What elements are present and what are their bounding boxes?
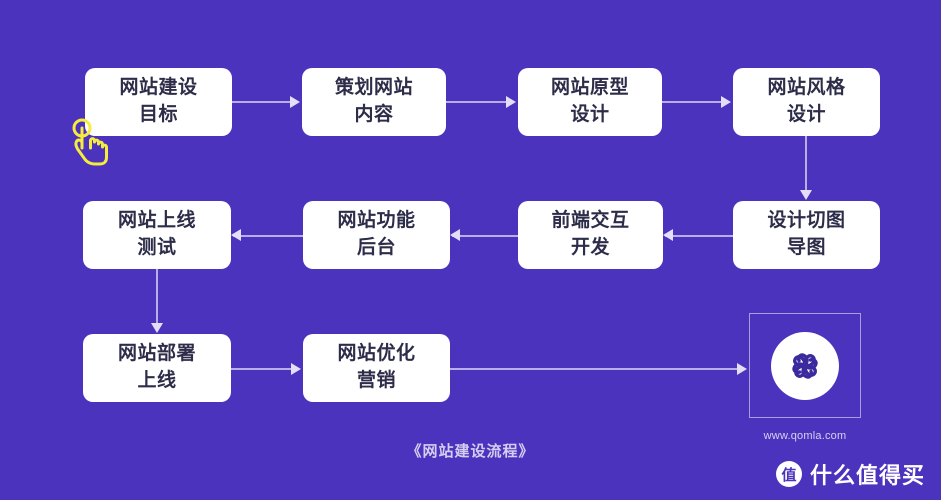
connector-slicing-to-frontend bbox=[665, 235, 733, 237]
flow-node-label: 网站建设 目标 bbox=[119, 77, 198, 125]
flow-node-deploy-online[interactable]: 网站部署 上线 bbox=[83, 334, 231, 402]
arrowhead-down-icon bbox=[151, 323, 163, 333]
flow-node-label: 网站原型 设计 bbox=[550, 77, 629, 125]
flow-node-label: 前端交互 开发 bbox=[551, 210, 630, 258]
arrowhead-right-icon bbox=[291, 363, 301, 375]
connector-frontend-to-backend bbox=[452, 235, 518, 237]
connector-optimize-to-logo bbox=[450, 368, 739, 370]
flow-node-design-slicing[interactable]: 设计切图 导图 bbox=[733, 201, 880, 269]
connector-style-to-slicing bbox=[805, 136, 807, 192]
brand-logo-frame[interactable] bbox=[749, 313, 861, 418]
arrowhead-down-icon bbox=[800, 190, 812, 200]
connector-content-to-prototype bbox=[446, 101, 508, 103]
flow-node-label: 设计切图 导图 bbox=[767, 210, 846, 258]
flow-node-style-design[interactable]: 网站风格 设计 bbox=[733, 68, 880, 136]
flow-node-label: 网站上线 测试 bbox=[117, 210, 196, 258]
arrowhead-right-icon bbox=[737, 363, 747, 375]
flow-node-website-goal[interactable]: 网站建设 目标 bbox=[85, 68, 232, 136]
flow-node-label: 策划网站 内容 bbox=[334, 77, 413, 125]
watermark-text: 什么值得买 bbox=[809, 463, 925, 488]
tap-hand-cursor-icon bbox=[72, 118, 108, 166]
flow-node-label: 网站优化 营销 bbox=[337, 343, 416, 391]
brand-logo-url: www.qomla.com bbox=[763, 430, 847, 442]
flow-node-backend-function[interactable]: 网站功能 后台 bbox=[303, 201, 450, 269]
connector-deploy-to-optimize bbox=[231, 368, 293, 370]
watermark: 值 什么值得买 bbox=[775, 458, 925, 490]
arrowhead-right-icon bbox=[721, 96, 731, 108]
flow-node-label: 网站风格 设计 bbox=[767, 77, 846, 125]
flow-node-plan-content[interactable]: 策划网站 内容 bbox=[302, 68, 446, 136]
flow-node-prototype-design[interactable]: 网站原型 设计 bbox=[518, 68, 662, 136]
flow-node-label: 网站部署 上线 bbox=[117, 343, 196, 391]
watermark-badge-icon: 值 bbox=[775, 461, 802, 487]
flow-node-optimize-marketing[interactable]: 网站优化 营销 bbox=[303, 334, 450, 402]
connector-launch-to-deploy bbox=[156, 269, 158, 325]
arrowhead-left-icon bbox=[231, 229, 241, 241]
connector-backend-to-launch bbox=[233, 235, 303, 237]
flow-node-label: 网站功能 后台 bbox=[337, 210, 416, 258]
connector-goal-to-content bbox=[232, 101, 292, 103]
diagram-caption: 《网站建设流程》 bbox=[406, 443, 535, 460]
arrowhead-right-icon bbox=[506, 96, 516, 108]
connector-prototype-to-style bbox=[662, 101, 723, 103]
flow-node-launch-test[interactable]: 网站上线 测试 bbox=[83, 201, 231, 269]
arrowhead-right-icon bbox=[290, 96, 300, 108]
arrowhead-left-icon bbox=[450, 229, 460, 241]
flow-node-frontend-dev[interactable]: 前端交互 开发 bbox=[518, 201, 663, 269]
brand-logo-circle bbox=[771, 331, 839, 400]
arrowhead-left-icon bbox=[663, 229, 673, 241]
qomla-clover-knot-icon bbox=[792, 352, 818, 379]
